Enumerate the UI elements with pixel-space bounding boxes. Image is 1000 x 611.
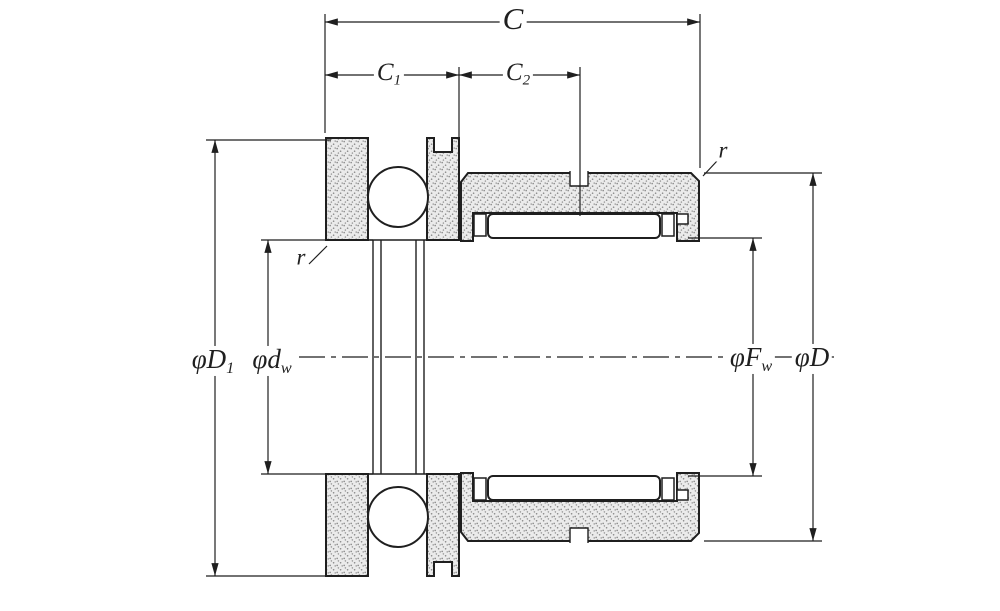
label-phi-dw-base: d — [267, 343, 281, 374]
label-r-top-base: r — [718, 137, 728, 163]
label-c2-base: C — [505, 58, 523, 86]
radius-leader-left — [308, 245, 328, 265]
bearing-lower-half-mirror — [325, 356, 700, 577]
oil-groove-clear — [570, 170, 588, 186]
label-c1-sub: 1 — [393, 72, 402, 89]
label-phi-dw-prefix: φ — [252, 343, 268, 374]
roller-cage-left — [473, 213, 487, 237]
label-r-left-base: r — [296, 244, 306, 270]
label-phi-d1-base: D — [206, 343, 227, 374]
flange-relief-notch — [676, 213, 689, 225]
label-phi-d-prefix: φ — [794, 341, 810, 372]
label-c2: C2 — [502, 58, 534, 89]
label-phi-fw-base: F — [744, 341, 762, 372]
label-c-base: C — [502, 0, 524, 36]
label-phi-fw: φFw — [726, 341, 776, 375]
label-phi-dw-sub: w — [280, 358, 292, 377]
needle-roller — [487, 213, 661, 239]
label-c: C — [499, 0, 527, 40]
thrust-washer-right-section — [426, 137, 460, 241]
label-phi-dw: φdw — [249, 343, 295, 377]
radius-leader-top — [702, 160, 718, 177]
label-r-top: r — [715, 137, 731, 163]
label-c2-sub: 2 — [522, 72, 531, 89]
thrust-ball — [367, 166, 429, 228]
oil-groove-outline — [569, 171, 589, 187]
label-c1: C1 — [373, 58, 405, 89]
label-phi-d1-sub: 1 — [226, 358, 235, 377]
roller-cage-right — [661, 213, 675, 237]
thrust-washer-left-section — [325, 137, 369, 241]
label-phi-d1-prefix: φ — [191, 343, 207, 374]
dimension-c1-c2 — [325, 67, 581, 216]
bearing-upper-half — [325, 137, 700, 357]
label-phi-d: φD — [791, 341, 833, 375]
label-c1-base: C — [376, 58, 394, 86]
label-phi-d1: φD1 — [188, 343, 238, 377]
label-r-left: r — [293, 244, 309, 270]
label-phi-fw-prefix: φ — [729, 341, 745, 372]
label-phi-d-base: D — [809, 341, 830, 372]
label-phi-fw-sub: w — [761, 356, 773, 375]
